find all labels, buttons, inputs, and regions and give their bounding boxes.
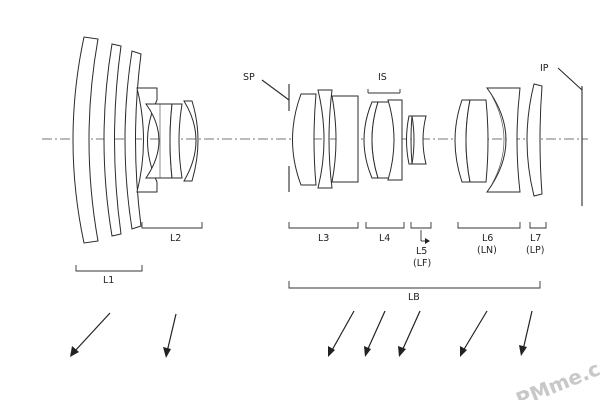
bracket-lb [288,281,541,289]
lens-group-l1 [72,36,142,244]
watermark-text: PMme.cc [513,352,600,400]
lens-element [183,100,199,182]
arrow-annotation [163,313,177,358]
bracket-l6 [457,222,521,229]
label-l5-sub: (LF) [413,258,431,269]
lens-group-l5 [406,115,427,165]
lens-group-l4 [363,89,403,181]
bracket-l3 [288,222,359,229]
label-lb: LB [408,292,420,303]
lens-element [124,50,142,230]
lens-element [465,99,489,183]
label-l3: L3 [318,233,329,244]
lens-element [406,115,413,165]
label-l2: L2 [170,233,181,244]
label-ip: IP [540,63,549,74]
bracket-l1 [75,265,143,272]
label-l6: L6 [482,233,493,244]
arrow-annotation [364,310,386,357]
label-l5: L5 [416,246,427,257]
lens-element [387,99,403,181]
label-l4: L4 [379,233,390,244]
label-sp: SP [243,72,255,83]
arrow-annotation [328,310,355,357]
lens-group-l6 [454,87,521,193]
lens-element [331,95,359,183]
arrow-annotation [70,312,111,357]
bracket-l2 [141,222,203,229]
annotation-arrows [70,310,533,358]
lens-element [72,36,99,244]
lens-group-l7 [526,83,543,197]
arrow-annotation [460,310,488,357]
label-is: IS [378,72,387,83]
label-l1: L1 [103,275,114,286]
bracket-l4 [365,222,405,229]
lens-element [317,89,333,189]
label-l6-sub: (LN) [477,245,497,256]
arrow-annotation [398,310,421,357]
bracket-l7 [529,222,547,229]
lens-element [136,87,158,193]
lens-element [526,83,543,197]
bracket-l5 [410,222,432,244]
lens-element [169,103,183,179]
lens-element [292,93,317,186]
lens-element [103,43,122,237]
aperture-stop-sp [261,79,290,192]
lens-group-l3 [292,89,359,189]
arrow-annotation [519,310,533,356]
lens-element [411,115,427,165]
label-l7: L7 [530,233,541,244]
lens-group-l2 [136,87,199,193]
lens-element [486,87,521,193]
image-plane-ip [557,67,583,206]
label-l7-sub: (LP) [526,245,544,256]
